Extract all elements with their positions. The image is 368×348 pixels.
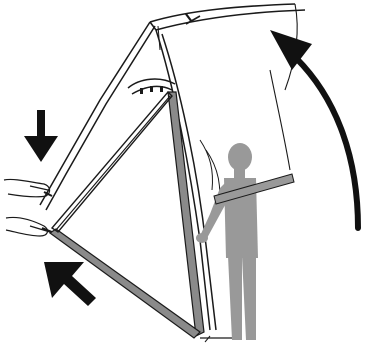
- arrow-down-icon: [24, 110, 58, 162]
- arrow-up-left-icon: [44, 262, 96, 306]
- door-frame-bars: [50, 92, 204, 338]
- curved-arrow-up-icon: [270, 30, 358, 228]
- tent-canopy-outline: [150, 4, 305, 170]
- standing-person-icon: [196, 143, 258, 340]
- pole-hands: [4, 179, 52, 236]
